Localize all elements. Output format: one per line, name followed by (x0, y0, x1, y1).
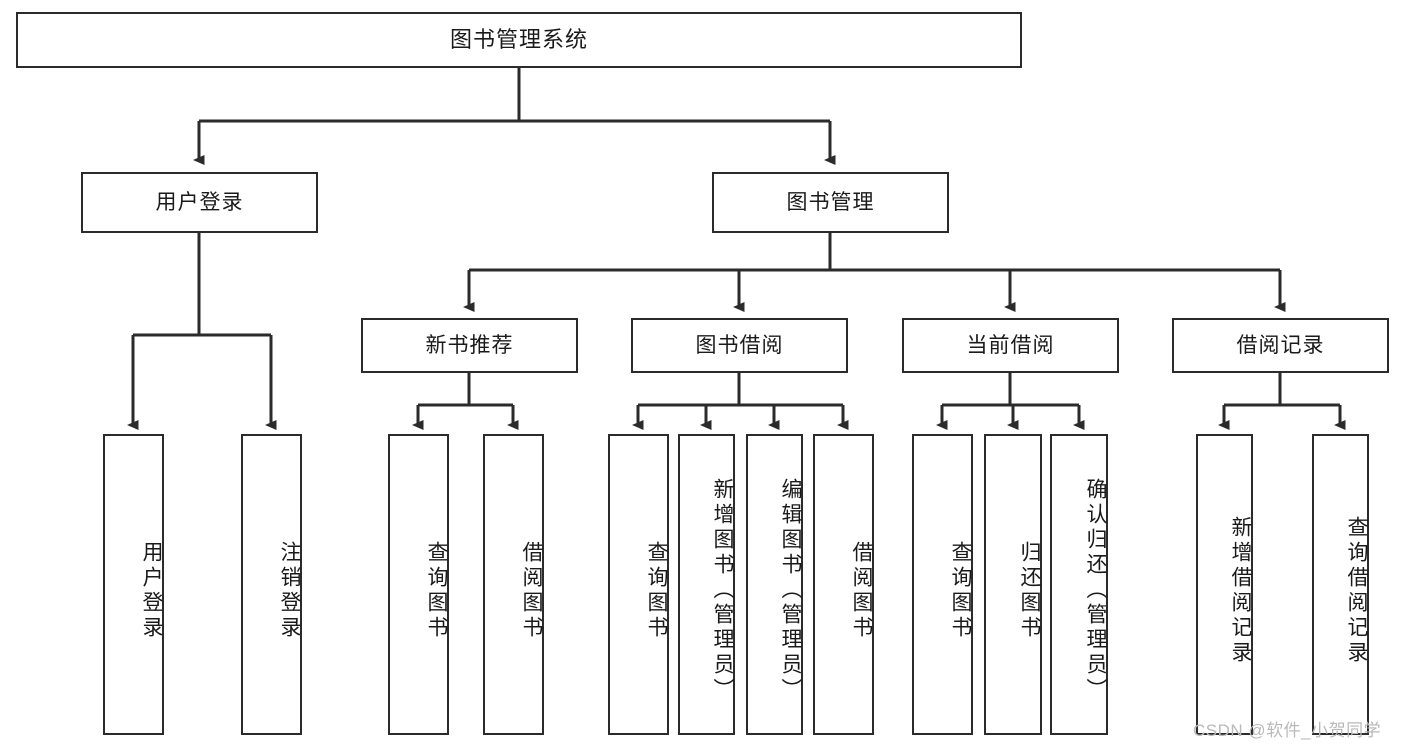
leaf-query-book-1[interactable]: 查询图书 (388, 434, 449, 735)
leaf-confirm-return-admin-label: 确认归还（管理员） (1084, 478, 1107, 703)
node-user-login-label: 用户登录 (155, 190, 244, 214)
leaf-borrow-book-1[interactable]: 借阅图书 (483, 434, 544, 735)
node-book-borrow-label: 图书借阅 (695, 333, 784, 357)
leaf-query-book-3[interactable]: 查询图书 (912, 434, 973, 735)
node-current-borrow[interactable]: 当前借阅 (902, 318, 1119, 373)
leaf-query-book-3-label: 查询图书 (949, 540, 972, 641)
node-book-management[interactable]: 图书管理 (712, 172, 949, 233)
leaf-add-borrow-record[interactable]: 新增借阅记录 (1196, 434, 1253, 735)
leaf-user-login[interactable]: 用户登录 (103, 434, 164, 735)
leaf-logout[interactable]: 注销登录 (241, 434, 302, 735)
leaf-borrow-book-1-label: 借阅图书 (520, 540, 543, 641)
leaf-edit-book-admin[interactable]: 编辑图书（管理员） (746, 434, 803, 735)
node-current-borrow-label: 当前借阅 (966, 333, 1055, 357)
leaf-logout-label: 注销登录 (278, 540, 301, 641)
leaf-return-book-label: 归还图书 (1018, 540, 1041, 641)
node-borrow-record[interactable]: 借阅记录 (1172, 318, 1389, 373)
leaf-add-book-admin-label: 新增图书（管理员） (711, 478, 734, 703)
leaf-query-book-1-label: 查询图书 (425, 540, 448, 641)
node-new-book-recommend[interactable]: 新书推荐 (361, 318, 578, 373)
node-user-login[interactable]: 用户登录 (81, 172, 318, 233)
leaf-query-borrow-record[interactable]: 查询借阅记录 (1312, 434, 1369, 735)
leaf-confirm-return-admin[interactable]: 确认归还（管理员） (1050, 434, 1108, 735)
leaf-query-book-2[interactable]: 查询图书 (608, 434, 669, 735)
node-borrow-record-label: 借阅记录 (1236, 333, 1325, 357)
leaf-add-book-admin[interactable]: 新增图书（管理员） (678, 434, 735, 735)
leaf-query-book-2-label: 查询图书 (645, 540, 668, 641)
root-node-label: 图书管理系统 (449, 26, 588, 52)
watermark-label: CSDN @软件_小贺同学 (1193, 721, 1382, 740)
node-book-management-label: 图书管理 (786, 190, 875, 214)
leaf-user-login-label: 用户登录 (140, 540, 163, 641)
leaf-borrow-book-2[interactable]: 借阅图书 (813, 434, 874, 735)
leaf-query-borrow-record-label: 查询借阅记录 (1345, 515, 1368, 666)
leaf-borrow-book-2-label: 借阅图书 (850, 540, 873, 641)
node-new-book-recommend-label: 新书推荐 (425, 333, 514, 357)
leaf-return-book[interactable]: 归还图书 (984, 434, 1042, 735)
node-book-borrow[interactable]: 图书借阅 (631, 318, 848, 373)
leaf-add-borrow-record-label: 新增借阅记录 (1229, 515, 1252, 666)
leaf-edit-book-admin-label: 编辑图书（管理员） (779, 478, 802, 703)
root-node[interactable]: 图书管理系统 (16, 12, 1022, 68)
